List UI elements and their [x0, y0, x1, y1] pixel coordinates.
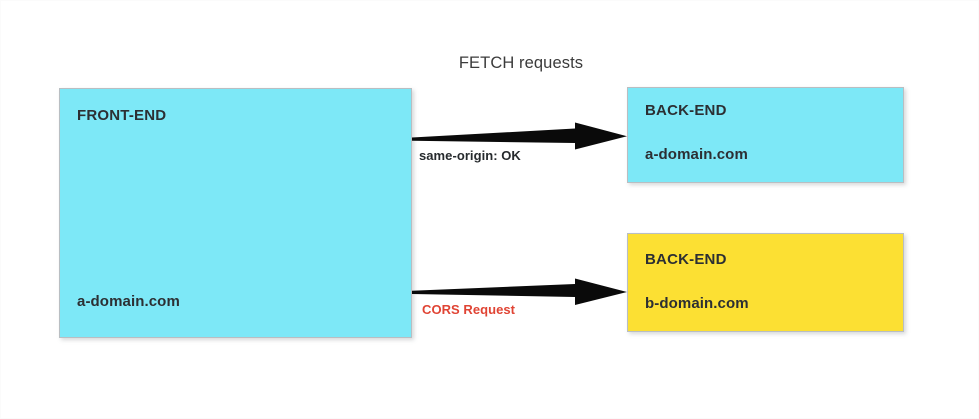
- diagram-title: FETCH requests: [458, 54, 584, 72]
- node-frontend-title: FRONT-END: [77, 107, 167, 124]
- node-backend-cross-origin-title: BACK-END: [645, 251, 727, 268]
- edge-label-same-origin: same-origin: OK: [419, 148, 521, 163]
- node-backend-cross-origin-domain: b-domain.com: [645, 295, 749, 312]
- node-backend-same-origin-title: BACK-END: [645, 102, 727, 119]
- node-frontend-domain: a-domain.com: [77, 293, 180, 310]
- node-backend-same-origin-domain: a-domain.com: [645, 146, 748, 163]
- node-backend-same-origin: BACK-END a-domain.com: [627, 87, 904, 183]
- node-backend-cross-origin: BACK-END b-domain.com: [627, 233, 904, 332]
- arrow-same-origin: [412, 122, 627, 150]
- node-frontend: FRONT-END a-domain.com: [59, 88, 412, 338]
- edge-label-cors-request: CORS Request: [422, 302, 516, 317]
